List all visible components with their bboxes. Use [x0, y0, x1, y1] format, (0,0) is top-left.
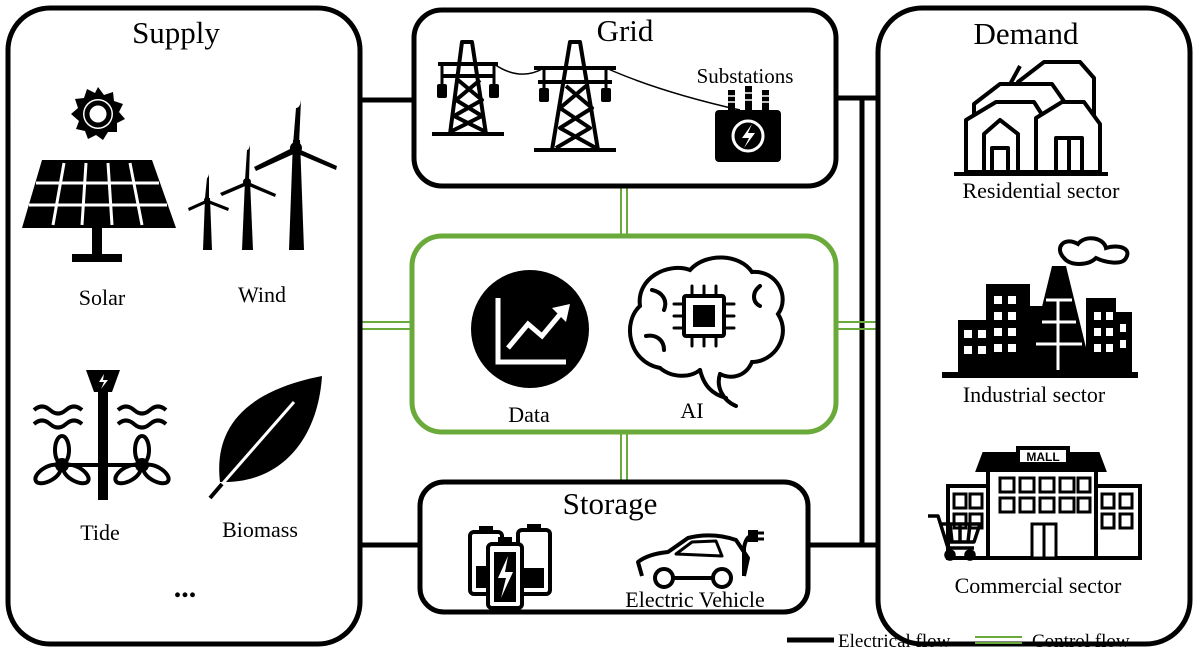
mall-icon: MALL	[946, 446, 1142, 560]
biomass-label: Biomass	[222, 517, 298, 542]
supply-panel: Supply	[5, 5, 363, 647]
legend-electrical-label: Electrical flow	[838, 631, 951, 652]
demand-panel: Demand Residential sector	[875, 5, 1193, 647]
wind-turbine-icon	[188, 100, 337, 250]
control-connections	[360, 186, 878, 482]
ev-label: Electric Vehicle	[625, 587, 764, 612]
transmission-tower-icon	[432, 40, 504, 136]
cart-icon	[928, 514, 982, 561]
commercial-label: Commercial sector	[955, 573, 1122, 598]
tide-label: Tide	[80, 520, 120, 545]
legend: Electrical flow Control flow	[787, 631, 1130, 652]
power-lines	[493, 63, 741, 111]
factory-icon	[942, 236, 1138, 378]
more-ellipsis: ...	[174, 571, 197, 604]
supply-title: Supply	[132, 15, 220, 50]
battery-icon	[468, 524, 552, 610]
chart-icon	[471, 270, 589, 388]
solar-panel-icon	[22, 160, 176, 262]
electric-car-icon	[636, 530, 764, 589]
transformer-icon	[715, 86, 781, 162]
storage-title: Storage	[563, 486, 658, 521]
grid-panel: Grid Substations	[411, 7, 839, 189]
legend-control-label: Control flow	[1032, 631, 1130, 652]
solar-label: Solar	[79, 285, 126, 310]
tidal-turbine-icon	[32, 370, 171, 500]
wind-label: Wind	[238, 282, 286, 307]
data-ai-panel: Data AI	[409, 233, 839, 435]
leaf-icon	[208, 376, 322, 500]
industrial-label: Industrial sector	[963, 382, 1106, 407]
transmission-tower-icon	[534, 40, 616, 152]
sun-icon	[71, 87, 125, 140]
substations-label: Substations	[697, 64, 794, 88]
data-label: Data	[508, 402, 550, 427]
ai-label: AI	[680, 398, 703, 423]
residential-label: Residential sector	[962, 178, 1120, 203]
grid-title: Grid	[597, 13, 654, 48]
storage-panel: Storage Electric Vehicle	[417, 479, 811, 615]
mall-sign: MALL	[1026, 450, 1059, 464]
demand-title: Demand	[973, 16, 1079, 51]
houses-icon	[954, 60, 1108, 176]
brain-chip-icon	[628, 255, 785, 408]
